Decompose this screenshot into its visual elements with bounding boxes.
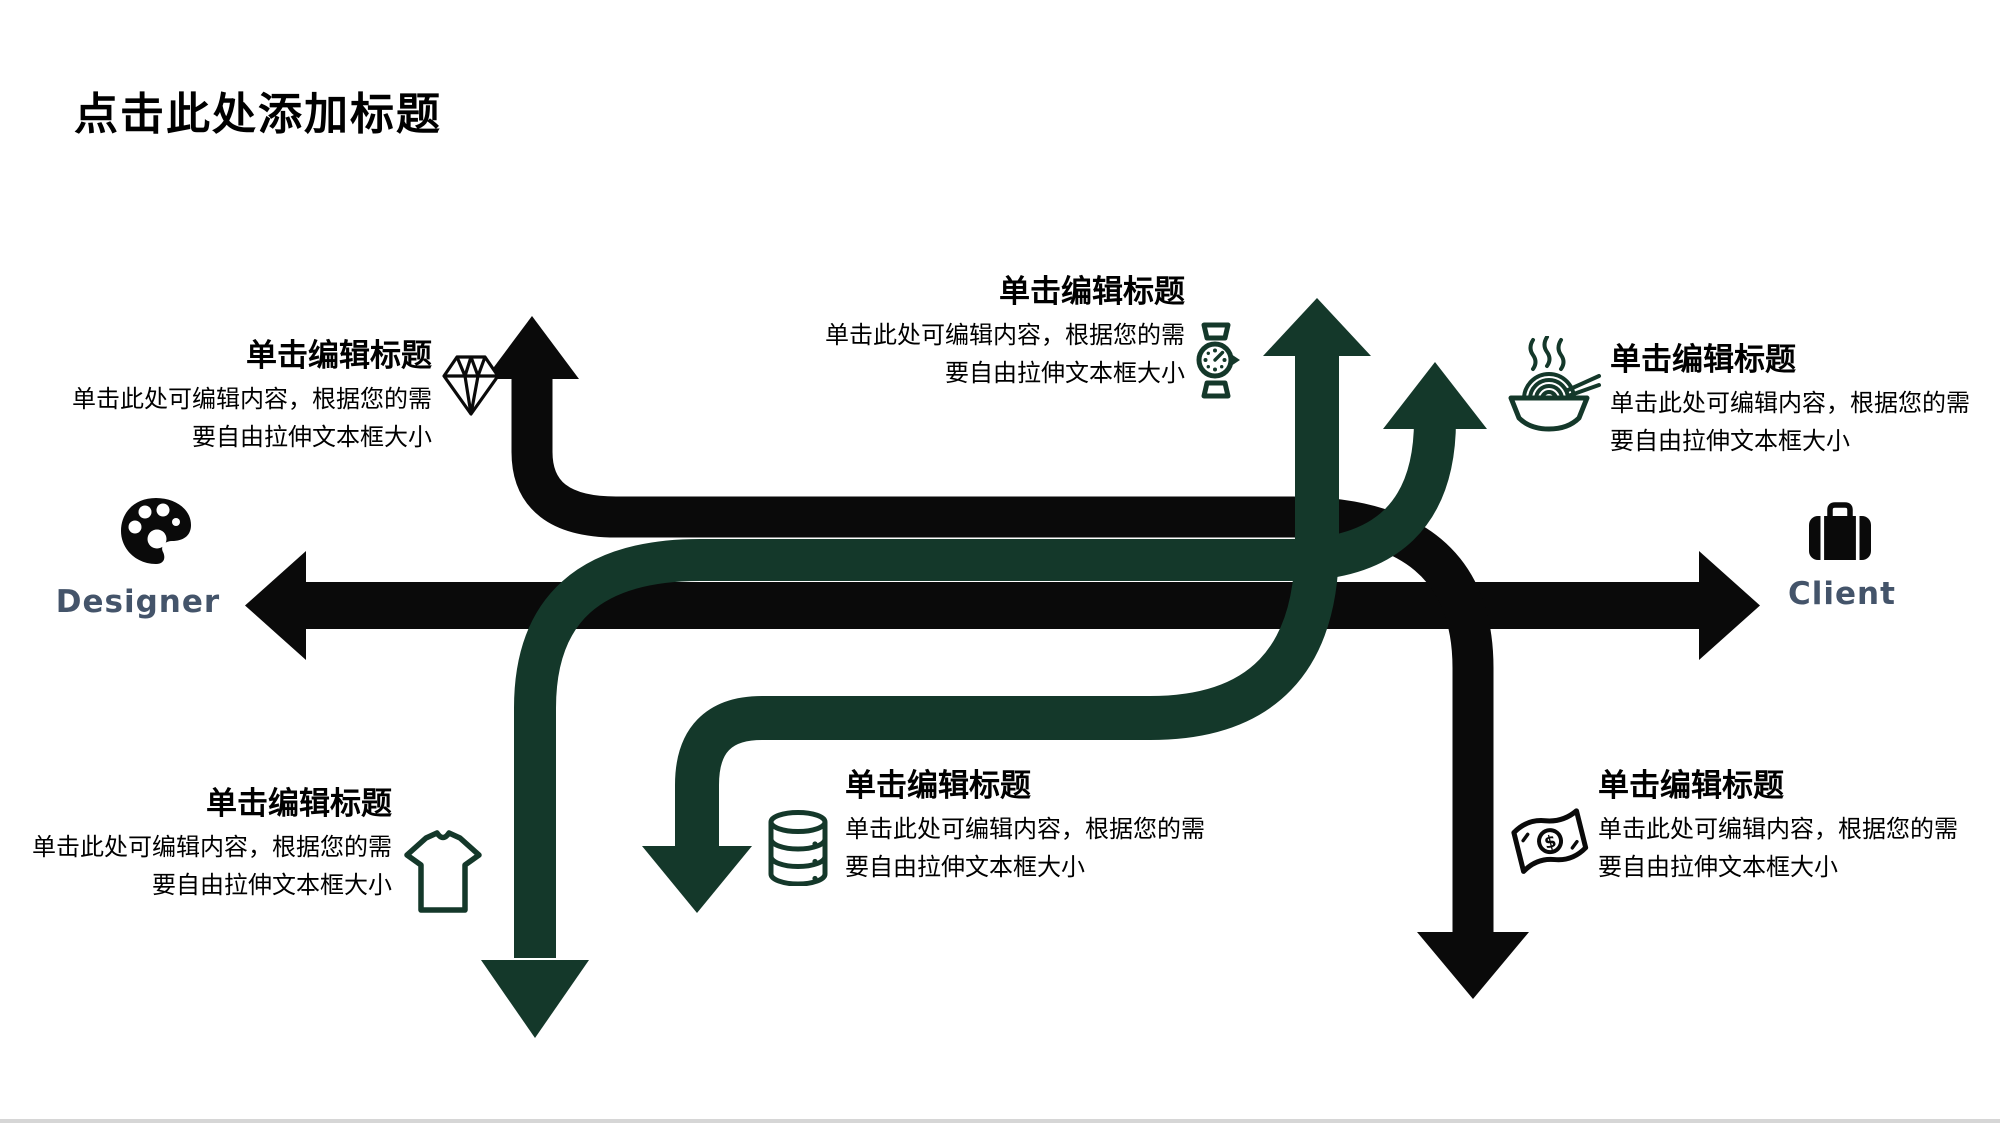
callout-body-line[interactable]: 单击此处可编辑内容，根据您的需 [845, 815, 1205, 843]
callout-title[interactable]: 单击编辑标题 [246, 338, 432, 374]
database-icon [768, 810, 828, 886]
callout-title[interactable]: 单击编辑标题 [845, 768, 1031, 804]
actor-label-client[interactable]: Client [1788, 576, 1896, 612]
callout-bottom-right[interactable]: 单击编辑标题 单击此处可编辑内容，根据您的需 要自由拉伸文本框大小 [1598, 766, 2000, 886]
callout-top-right[interactable]: 单击编辑标题 单击此处可编辑内容，根据您的需 要自由拉伸文本框大小 [1610, 340, 2000, 460]
tshirt-icon [404, 830, 482, 913]
actor-label-designer[interactable]: Designer [55, 584, 221, 620]
callout-body-line[interactable]: 单击此处可编辑内容，根据您的需 [825, 321, 1185, 349]
watch-icon [1196, 322, 1240, 399]
black-s-arrow [485, 316, 1529, 999]
callout-top-left[interactable]: 单击编辑标题 单击此处可编辑内容，根据您的需 要自由拉伸文本框大小 [2, 336, 432, 456]
callout-body-line[interactable]: 单击此处可编辑内容，根据您的需 [32, 833, 392, 861]
callout-title[interactable]: 单击编辑标题 [1598, 768, 1784, 804]
green-s-arrow [481, 362, 1487, 1038]
callout-body-line[interactable]: 要自由拉伸文本框大小 [152, 871, 392, 899]
callout-body-line[interactable]: 要自由拉伸文本框大小 [1610, 427, 1850, 455]
green-branch-arrow [642, 298, 1371, 913]
diamond-icon [442, 355, 500, 416]
callout-body-line[interactable]: 要自由拉伸文本框大小 [192, 423, 432, 451]
svg-text:$: $ [1542, 831, 1558, 853]
callout-body-line[interactable]: 单击此处可编辑内容，根据您的需 [1598, 815, 1958, 843]
callout-title[interactable]: 单击编辑标题 [206, 786, 392, 822]
callout-body-line[interactable]: 要自由拉伸文本框大小 [1598, 853, 1838, 881]
money-icon: $ [1511, 808, 1589, 874]
callout-title[interactable]: 单击编辑标题 [1610, 342, 1796, 378]
callout-bottom-left[interactable]: 单击编辑标题 单击此处可编辑内容，根据您的需 要自由拉伸文本框大小 [0, 784, 392, 904]
callout-body-line[interactable]: 单击此处可编辑内容，根据您的需 [72, 385, 432, 413]
noodles-icon [1508, 336, 1601, 432]
briefcase-icon [1809, 502, 1871, 560]
callout-body-line[interactable]: 要自由拉伸文本框大小 [945, 359, 1185, 387]
callout-bottom-center[interactable]: 单击编辑标题 单击此处可编辑内容，根据您的需 要自由拉伸文本框大小 [845, 766, 1265, 886]
slide-title[interactable]: 点击此处添加标题 [74, 89, 442, 140]
callout-top-center[interactable]: 单击编辑标题 单击此处可编辑内容，根据您的需 要自由拉伸文本框大小 [755, 272, 1185, 392]
callout-title[interactable]: 单击编辑标题 [999, 274, 1185, 310]
callout-body-line[interactable]: 单击此处可编辑内容，根据您的需 [1610, 389, 1970, 417]
callout-body-line[interactable]: 要自由拉伸文本框大小 [845, 853, 1085, 881]
palette-icon [121, 498, 191, 564]
slide-bottom-edge [0, 1119, 2000, 1123]
